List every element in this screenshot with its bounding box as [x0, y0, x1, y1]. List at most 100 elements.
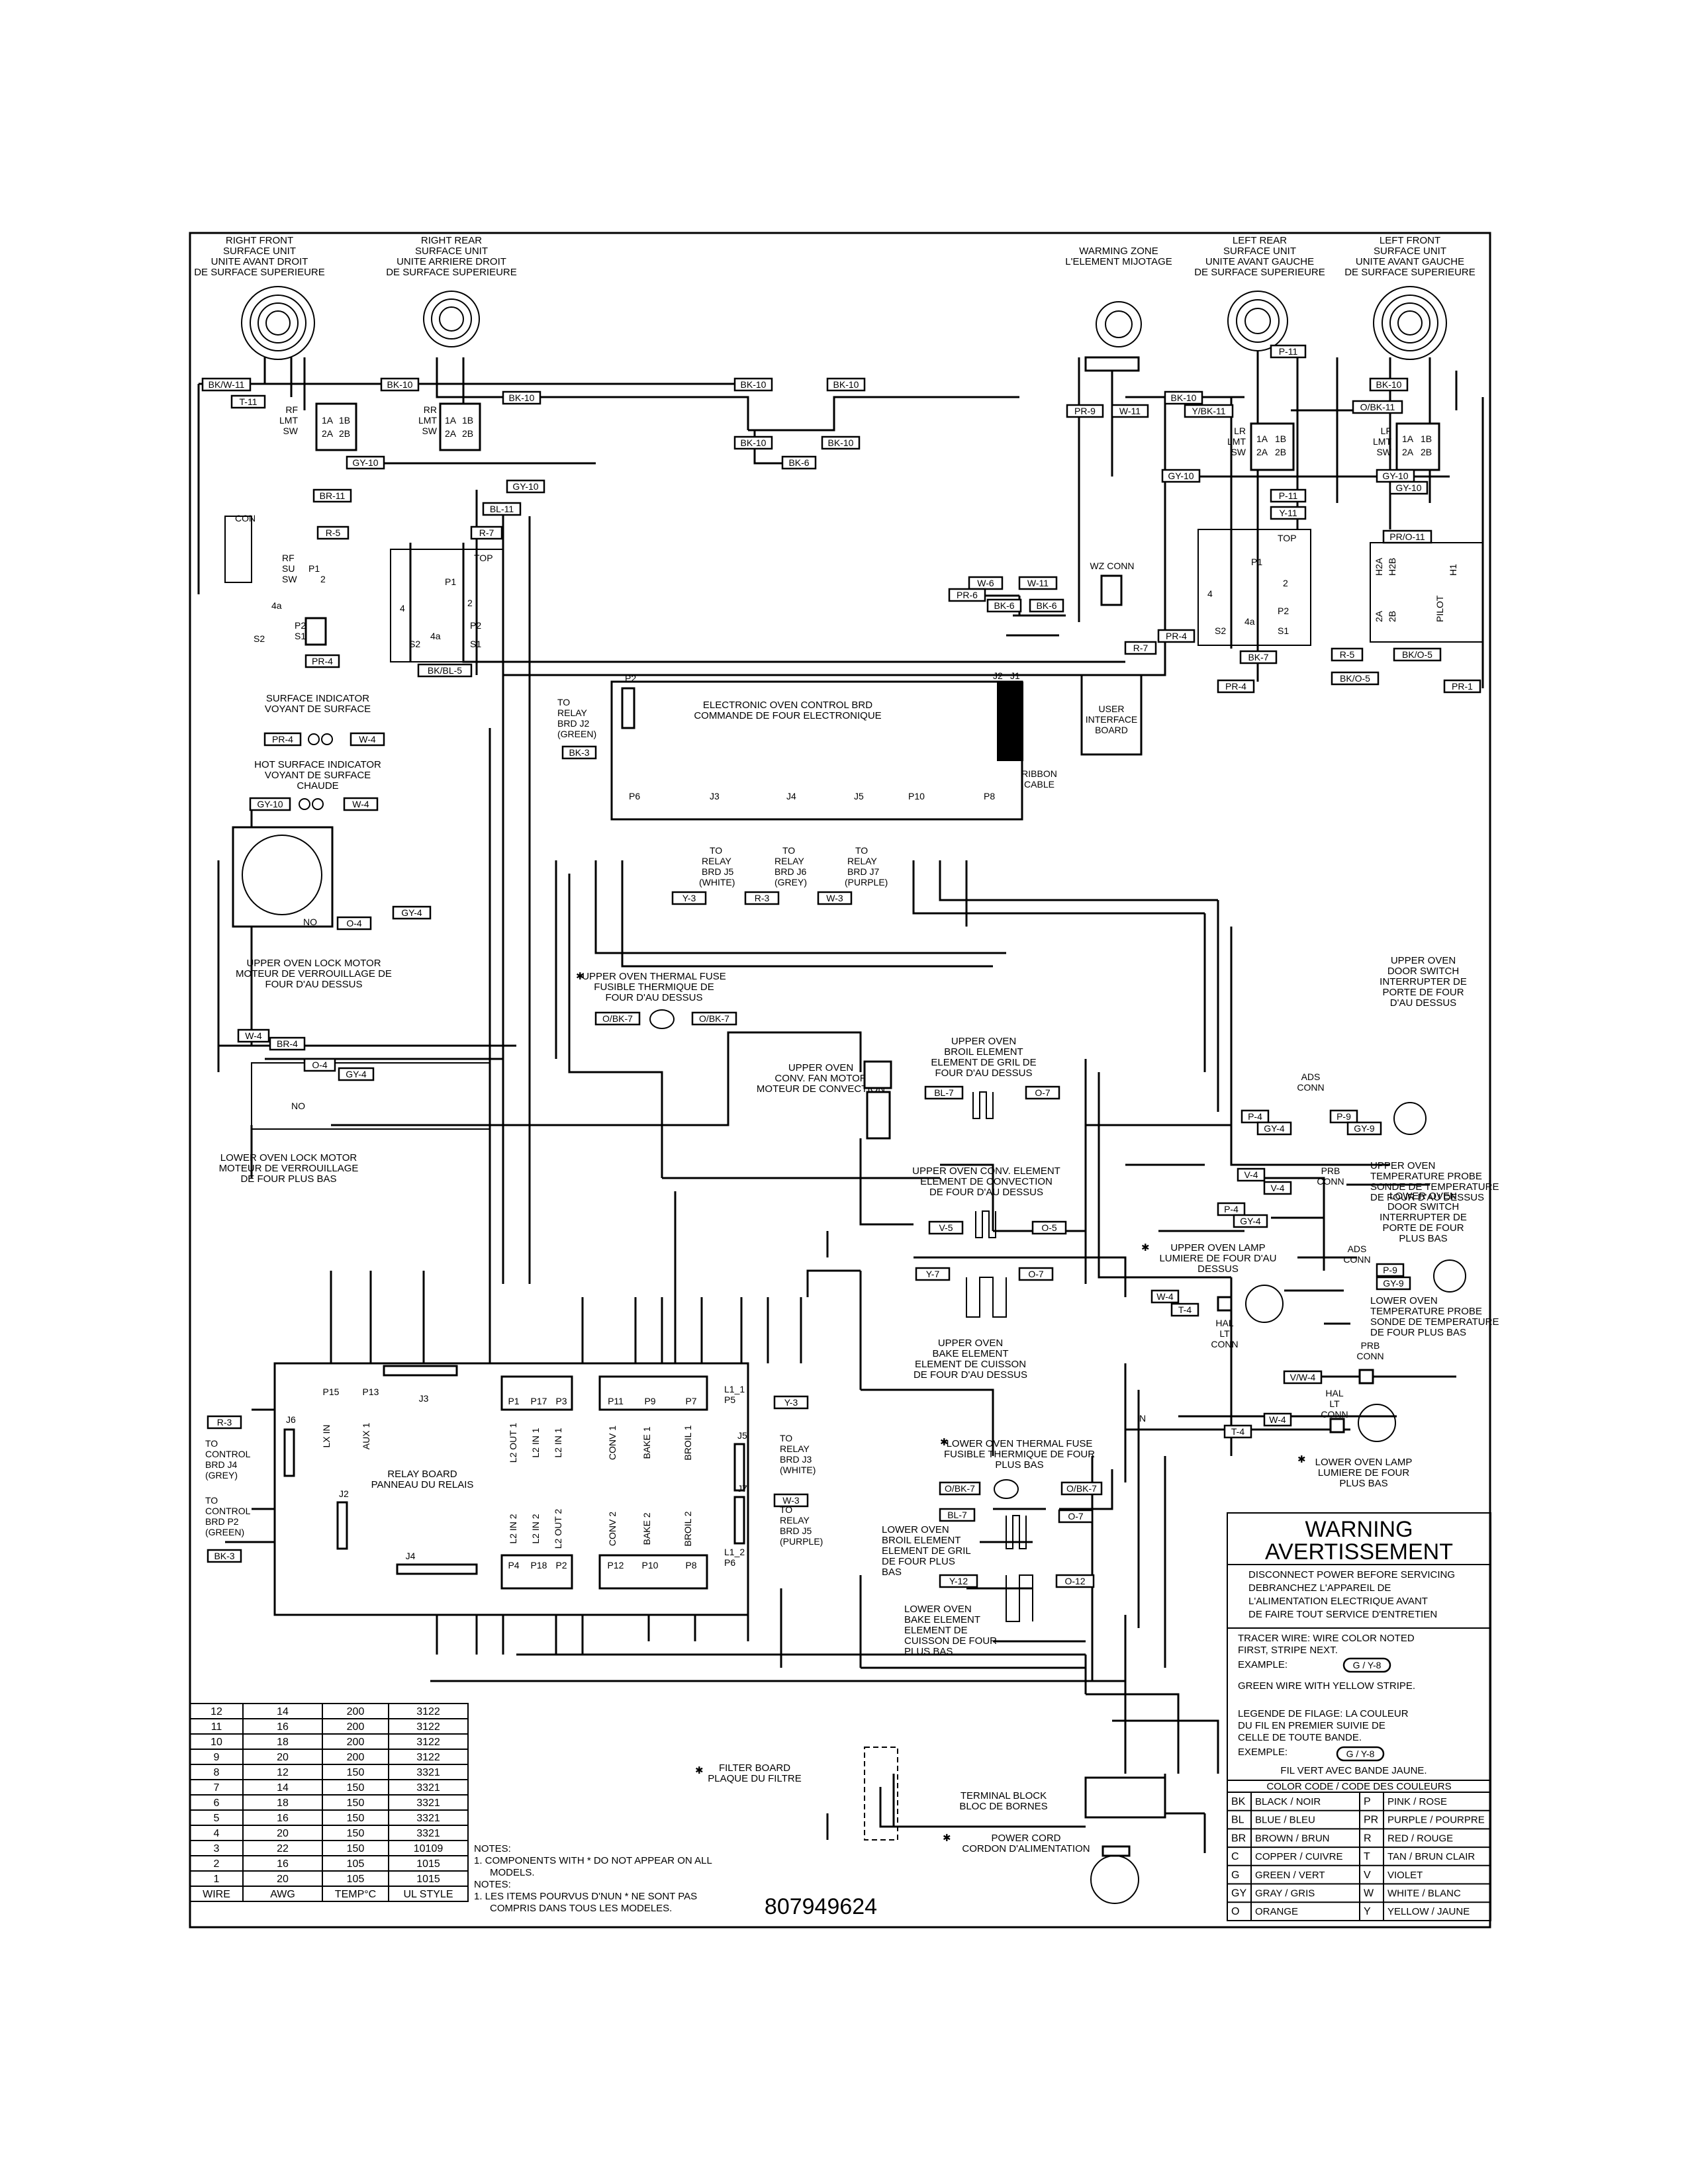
svg-text:J5: J5: [737, 1430, 747, 1441]
left-rear-coil-icon: [1227, 291, 1288, 351]
svg-text:SURFACE INDICATOR: SURFACE INDICATOR: [266, 693, 369, 704]
svg-text:P-9: P-9: [1336, 1111, 1351, 1122]
svg-text:P1: P1: [308, 563, 320, 574]
wire-table-cell: 4: [214, 1828, 220, 1839]
svg-text:DOOR SWITCH: DOOR SWITCH: [1387, 1201, 1459, 1212]
wire-table-cell: 18: [277, 1797, 289, 1809]
svg-text:2B: 2B: [1275, 447, 1286, 457]
wire-table-cell: 200: [347, 1752, 365, 1763]
wire-table-cell: 20: [277, 1828, 289, 1839]
wire-table-cell: 105: [347, 1858, 365, 1870]
svg-text:ELEMENT DE: ELEMENT DE: [904, 1625, 968, 1636]
wire-table-cell: 20: [277, 1752, 289, 1763]
svg-text:PR-4: PR-4: [312, 656, 333, 666]
svg-text:ADS: ADS: [1301, 1071, 1321, 1082]
upper-oven-bake-element: Y-7 O-7 UPPER OVEN BAKE ELEMENT ELEMENT …: [914, 1267, 1054, 1381]
svg-text:DU FIL EN PREMIER SUIVIE DE: DU FIL EN PREMIER SUIVIE DE: [1238, 1720, 1385, 1731]
svg-text:P-4: P-4: [1224, 1204, 1239, 1214]
svg-text:O/BK-11: O/BK-11: [1360, 402, 1395, 412]
svg-text:SURFACE UNIT: SURFACE UNIT: [415, 246, 488, 257]
svg-text:LUMIERE DE FOUR D'AU: LUMIERE DE FOUR D'AU: [1159, 1253, 1276, 1264]
svg-text:AUX 1: AUX 1: [361, 1423, 371, 1450]
svg-text:GREEN WIRE WITH YELLOW STRIPE.: GREEN WIRE WITH YELLOW STRIPE.: [1238, 1680, 1415, 1692]
svg-text:R-3: R-3: [755, 893, 770, 903]
hot-surface-indicator: HOT SURFACE INDICATOR VOYANT DE SURFACE …: [249, 759, 381, 811]
svg-text:L1_1: L1_1: [724, 1384, 745, 1394]
svg-text:W-11: W-11: [1027, 578, 1049, 588]
color-code-cell: BL: [1231, 1815, 1244, 1826]
svg-text:FOUR D'AU DESSUS: FOUR D'AU DESSUS: [605, 992, 702, 1003]
lower-oven-bake-element: Y-12 O-12 LOWER OVEN BAKE ELEMENT ELEMEN…: [904, 1574, 1095, 1657]
svg-text:RELAY: RELAY: [774, 856, 805, 866]
wire-table-cell: 3321: [416, 1797, 440, 1809]
svg-text:✱: ✱: [1141, 1242, 1150, 1253]
svg-text:LX IN: LX IN: [321, 1424, 332, 1447]
svg-text:ELEMENT DE CUISSON: ELEMENT DE CUISSON: [915, 1359, 1026, 1370]
svg-text:1A: 1A: [1256, 433, 1268, 444]
svg-text:BK-6: BK-6: [1036, 600, 1056, 611]
svg-text:J2: J2: [993, 670, 1003, 681]
lr-su-switch: TOP P1 2 4 4a S2 P2 S1: [1197, 529, 1311, 646]
svg-text:PILOT: PILOT: [1434, 595, 1445, 622]
wire-table-header: UL STYLE: [404, 1889, 453, 1900]
svg-text:T-4: T-4: [1178, 1304, 1192, 1315]
left-front-infinite-switch: H2A H2B 2A 2B PILOT H1: [1370, 542, 1483, 643]
color-code-cell: ORANGE: [1255, 1906, 1298, 1917]
svg-text:DE FOUR D'AU DESSUS: DE FOUR D'AU DESSUS: [929, 1187, 1043, 1198]
svg-text:L1_2: L1_2: [724, 1547, 745, 1557]
diagram-border: [189, 232, 1491, 1929]
svg-text:P-11: P-11: [1279, 346, 1298, 357]
svg-text:UPPER OVEN LOCK MOTOR: UPPER OVEN LOCK MOTOR: [246, 958, 381, 969]
svg-text:FIRST, STRIPE NEXT.: FIRST, STRIPE NEXT.: [1238, 1645, 1338, 1656]
svg-text:LR: LR: [1234, 426, 1246, 436]
svg-text:BOARD: BOARD: [1095, 725, 1128, 735]
svg-text:ELECTRONIC OVEN CONTROL BRD: ELECTRONIC OVEN CONTROL BRD: [703, 700, 872, 711]
svg-text:GY-10: GY-10: [1168, 471, 1194, 481]
svg-text:(GREEN): (GREEN): [557, 729, 596, 739]
svg-text:P12: P12: [608, 1560, 624, 1570]
svg-text:GY-10: GY-10: [1395, 482, 1421, 493]
svg-text:CORDON D'ALIMENTATION: CORDON D'ALIMENTATION: [962, 1843, 1090, 1854]
svg-text:TO: TO: [710, 845, 722, 856]
color-code-cell: COPPER / CUIVRE: [1255, 1851, 1343, 1862]
svg-text:2A: 2A: [445, 428, 457, 439]
svg-text:SW: SW: [1231, 447, 1246, 457]
svg-text:N: N: [1139, 1413, 1146, 1424]
svg-text:HAL: HAL: [1215, 1318, 1233, 1328]
svg-text:UPPER OVEN THERMAL FUSE: UPPER OVEN THERMAL FUSE: [582, 971, 726, 982]
svg-text:O-7: O-7: [1035, 1087, 1051, 1098]
upper-oven-door-switch: UPPER OVEN DOOR SWITCH INTERRUPTER DE PO…: [1241, 955, 1467, 1136]
svg-text:INTERRUPTER DE: INTERRUPTER DE: [1380, 1212, 1467, 1223]
svg-text:T-4: T-4: [1231, 1426, 1244, 1437]
svg-text:P15: P15: [323, 1387, 340, 1397]
warning-title: WARNING: [1305, 1517, 1413, 1542]
wire-table-cell: 18: [277, 1737, 289, 1748]
svg-text:P1: P1: [508, 1396, 519, 1406]
svg-text:L2 OUT 2: L2 OUT 2: [553, 1509, 563, 1549]
svg-text:RELAY: RELAY: [780, 1443, 810, 1454]
svg-text:DESSUS: DESSUS: [1197, 1263, 1239, 1275]
svg-text:P2: P2: [555, 1560, 567, 1570]
svg-text:UNITE AVANT DROIT: UNITE AVANT DROIT: [211, 256, 308, 267]
svg-text:FILTER BOARD: FILTER BOARD: [719, 1762, 790, 1774]
svg-text:BK-10: BK-10: [828, 437, 854, 448]
svg-text:R-5: R-5: [1340, 649, 1355, 660]
wire-table-cell: 3321: [416, 1782, 440, 1794]
svg-text:RELAY: RELAY: [702, 856, 732, 866]
svg-text:LEGENDE DE FILAGE: LA COULEUR: LEGENDE DE FILAGE: LA COULEUR: [1238, 1708, 1409, 1719]
svg-text:CONN: CONN: [1211, 1339, 1238, 1349]
svg-text:PR-4: PR-4: [1225, 681, 1246, 692]
svg-text:P5: P5: [724, 1394, 735, 1405]
svg-text:CHAUDE: CHAUDE: [297, 780, 338, 792]
svg-text:SURFACE UNIT: SURFACE UNIT: [1223, 246, 1296, 257]
left-front-unit-title: LEFT FRONT SURFACE UNIT UNITE AVANT GAUC…: [1344, 235, 1476, 278]
wire-table-cell: 16: [277, 1721, 289, 1733]
upper-oven-conv-fan-motor: UPPER OVEN CONV. FAN MOTOR MOTEUR DE CON…: [757, 1060, 892, 1140]
svg-text:PRB: PRB: [1361, 1340, 1380, 1351]
svg-text:LUMIERE DE FOUR: LUMIERE DE FOUR: [1318, 1467, 1410, 1479]
svg-text:BK-6: BK-6: [994, 600, 1014, 611]
svg-text:S1: S1: [295, 631, 306, 641]
wire-table-cell: 1: [214, 1874, 220, 1885]
